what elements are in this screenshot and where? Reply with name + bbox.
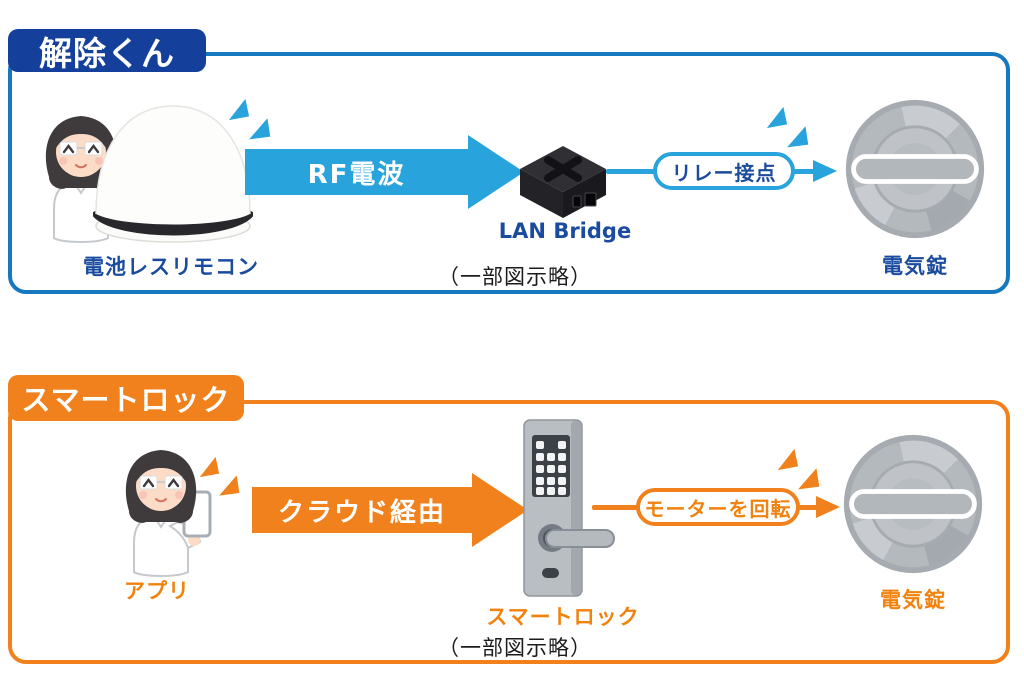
connector-line bbox=[592, 505, 638, 510]
arrow-right-icon bbox=[816, 496, 840, 518]
lan-bridge-icon bbox=[520, 146, 606, 218]
cloud-arrow: クラウド経由 bbox=[252, 487, 472, 533]
kaijo-title-badge: 解除くん bbox=[8, 29, 206, 73]
smartlock-title-badge: スマートロック bbox=[8, 375, 244, 421]
woman-icon bbox=[45, 116, 117, 244]
remote-label: 電池レスリモコン bbox=[83, 255, 259, 279]
cloud-arrow-label: クラウド経由 bbox=[277, 497, 446, 528]
woman-icon bbox=[125, 450, 212, 578]
smartlock-title: スマートロック bbox=[21, 383, 231, 417]
connector-line bbox=[798, 505, 818, 510]
rf-arrow-label: RF電波 bbox=[307, 159, 406, 190]
motor-pill: モーターを回転 bbox=[636, 488, 800, 526]
spark-icon bbox=[777, 448, 820, 490]
spark-icon bbox=[228, 98, 271, 140]
kaijo-title: 解除くん bbox=[39, 33, 175, 73]
electric-lock-label: 電気錠 bbox=[880, 588, 946, 612]
lan-bridge-label: LAN Bridge bbox=[498, 219, 632, 243]
arrow-right-icon bbox=[468, 135, 524, 209]
relay-contact-pill: リレー接点 bbox=[653, 152, 795, 190]
relay-contact-label: リレー接点 bbox=[671, 160, 777, 185]
smart-lock-icon bbox=[523, 419, 615, 597]
omission-note: （一部図示略） bbox=[438, 636, 592, 660]
omission-note: （一部図示略） bbox=[438, 265, 592, 289]
electric-lock-icon bbox=[845, 99, 985, 239]
connector-line bbox=[793, 169, 815, 174]
electric-lock-icon bbox=[843, 434, 983, 574]
connector-line bbox=[606, 169, 655, 174]
arrow-right-icon bbox=[813, 160, 837, 182]
app-label: アプリ bbox=[124, 579, 190, 603]
spark-icon bbox=[766, 106, 809, 148]
arrow-right-icon bbox=[472, 473, 528, 547]
electric-lock-label: 電気錠 bbox=[882, 254, 948, 278]
spark-icon bbox=[199, 456, 240, 496]
smart-lock-label: スマートロック bbox=[486, 605, 640, 629]
rf-arrow: RF電波 bbox=[245, 149, 468, 195]
motor-label: モーターを回転 bbox=[644, 496, 792, 521]
battery-less-remote-icon bbox=[93, 105, 253, 243]
